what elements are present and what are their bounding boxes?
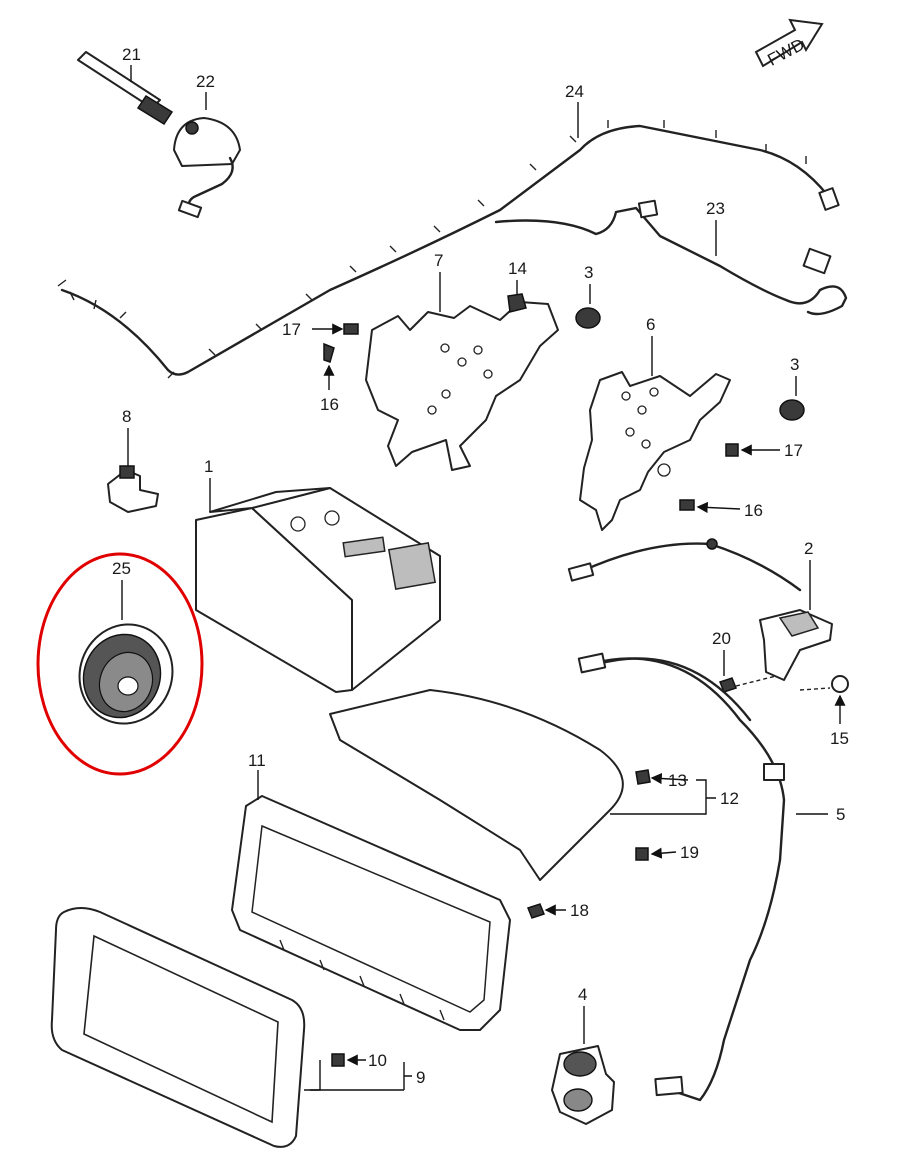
part-7-bracket: 7 [365,251,559,471]
part-20-screw: 20 [712,629,777,693]
part-14-clip: 14 [507,259,527,313]
label-12: 12 [720,789,739,808]
label-18: 18 [570,901,589,920]
label-13: 13 [668,771,687,790]
part-15-nut: 15 [799,675,849,748]
label-9: 9 [416,1068,425,1087]
part-5-cable: 5 [577,652,845,1102]
label-16b: 16 [744,501,763,520]
label-7: 7 [434,251,443,270]
part-23-harness: 23 [494,199,848,316]
part-17-screw-right: 17 [725,441,803,460]
part-12-group: 12 [610,779,739,815]
part-13-clip: 13 [635,769,689,790]
part-16-screw-right: 16 [679,499,763,520]
part-11-frame: 11 [231,751,511,1031]
label-21: 21 [122,45,141,64]
part-19-screw: 19 [635,843,699,862]
label-17a: 17 [282,320,301,339]
part-9-bezel: 9 [50,907,425,1148]
part-10-clip: 10 [331,1051,387,1070]
label-8: 8 [122,407,131,426]
part-22-antenna-base: 22 [173,72,241,219]
label-16a: 16 [320,395,339,414]
label-5: 5 [836,805,845,824]
part-lid-assembly [329,689,624,881]
label-14: 14 [508,259,527,278]
part-17-screw-upper: 17 [282,320,359,339]
label-15: 15 [830,729,849,748]
label-25: 25 [112,559,131,578]
part-4-socket: 4 [551,985,615,1125]
label-3b: 3 [790,355,799,374]
label-3a: 3 [584,263,593,282]
part-21-antenna-rod: 21 [77,45,174,126]
part-2-harness-bracket: 2 [567,538,833,681]
label-10: 10 [368,1051,387,1070]
label-11: 11 [248,751,266,770]
part-3-nut-right: 3 [779,355,805,421]
part-25-speaker: 25 [36,552,204,776]
label-2: 2 [804,539,813,558]
label-24: 24 [565,82,584,101]
part-3-nut-upper: 3 [575,263,601,329]
highlight-circle [36,552,204,776]
label-23: 23 [706,199,725,218]
label-6: 6 [646,315,655,334]
part-18-screw: 18 [527,901,589,920]
part-24-antenna-harness: 24 [57,82,840,379]
part-8-clip: 8 [107,407,159,513]
part-1-head-unit: 1 [195,457,441,693]
label-17b: 17 [784,441,803,460]
label-19: 19 [680,843,699,862]
part-16-screw-upper: 16 [320,342,339,414]
label-20: 20 [712,629,731,648]
label-1: 1 [204,457,213,476]
label-4: 4 [578,985,587,1004]
part-6-bracket: 6 [579,315,731,531]
label-22: 22 [196,72,215,91]
fwd-direction-arrow: FWD [754,18,824,70]
